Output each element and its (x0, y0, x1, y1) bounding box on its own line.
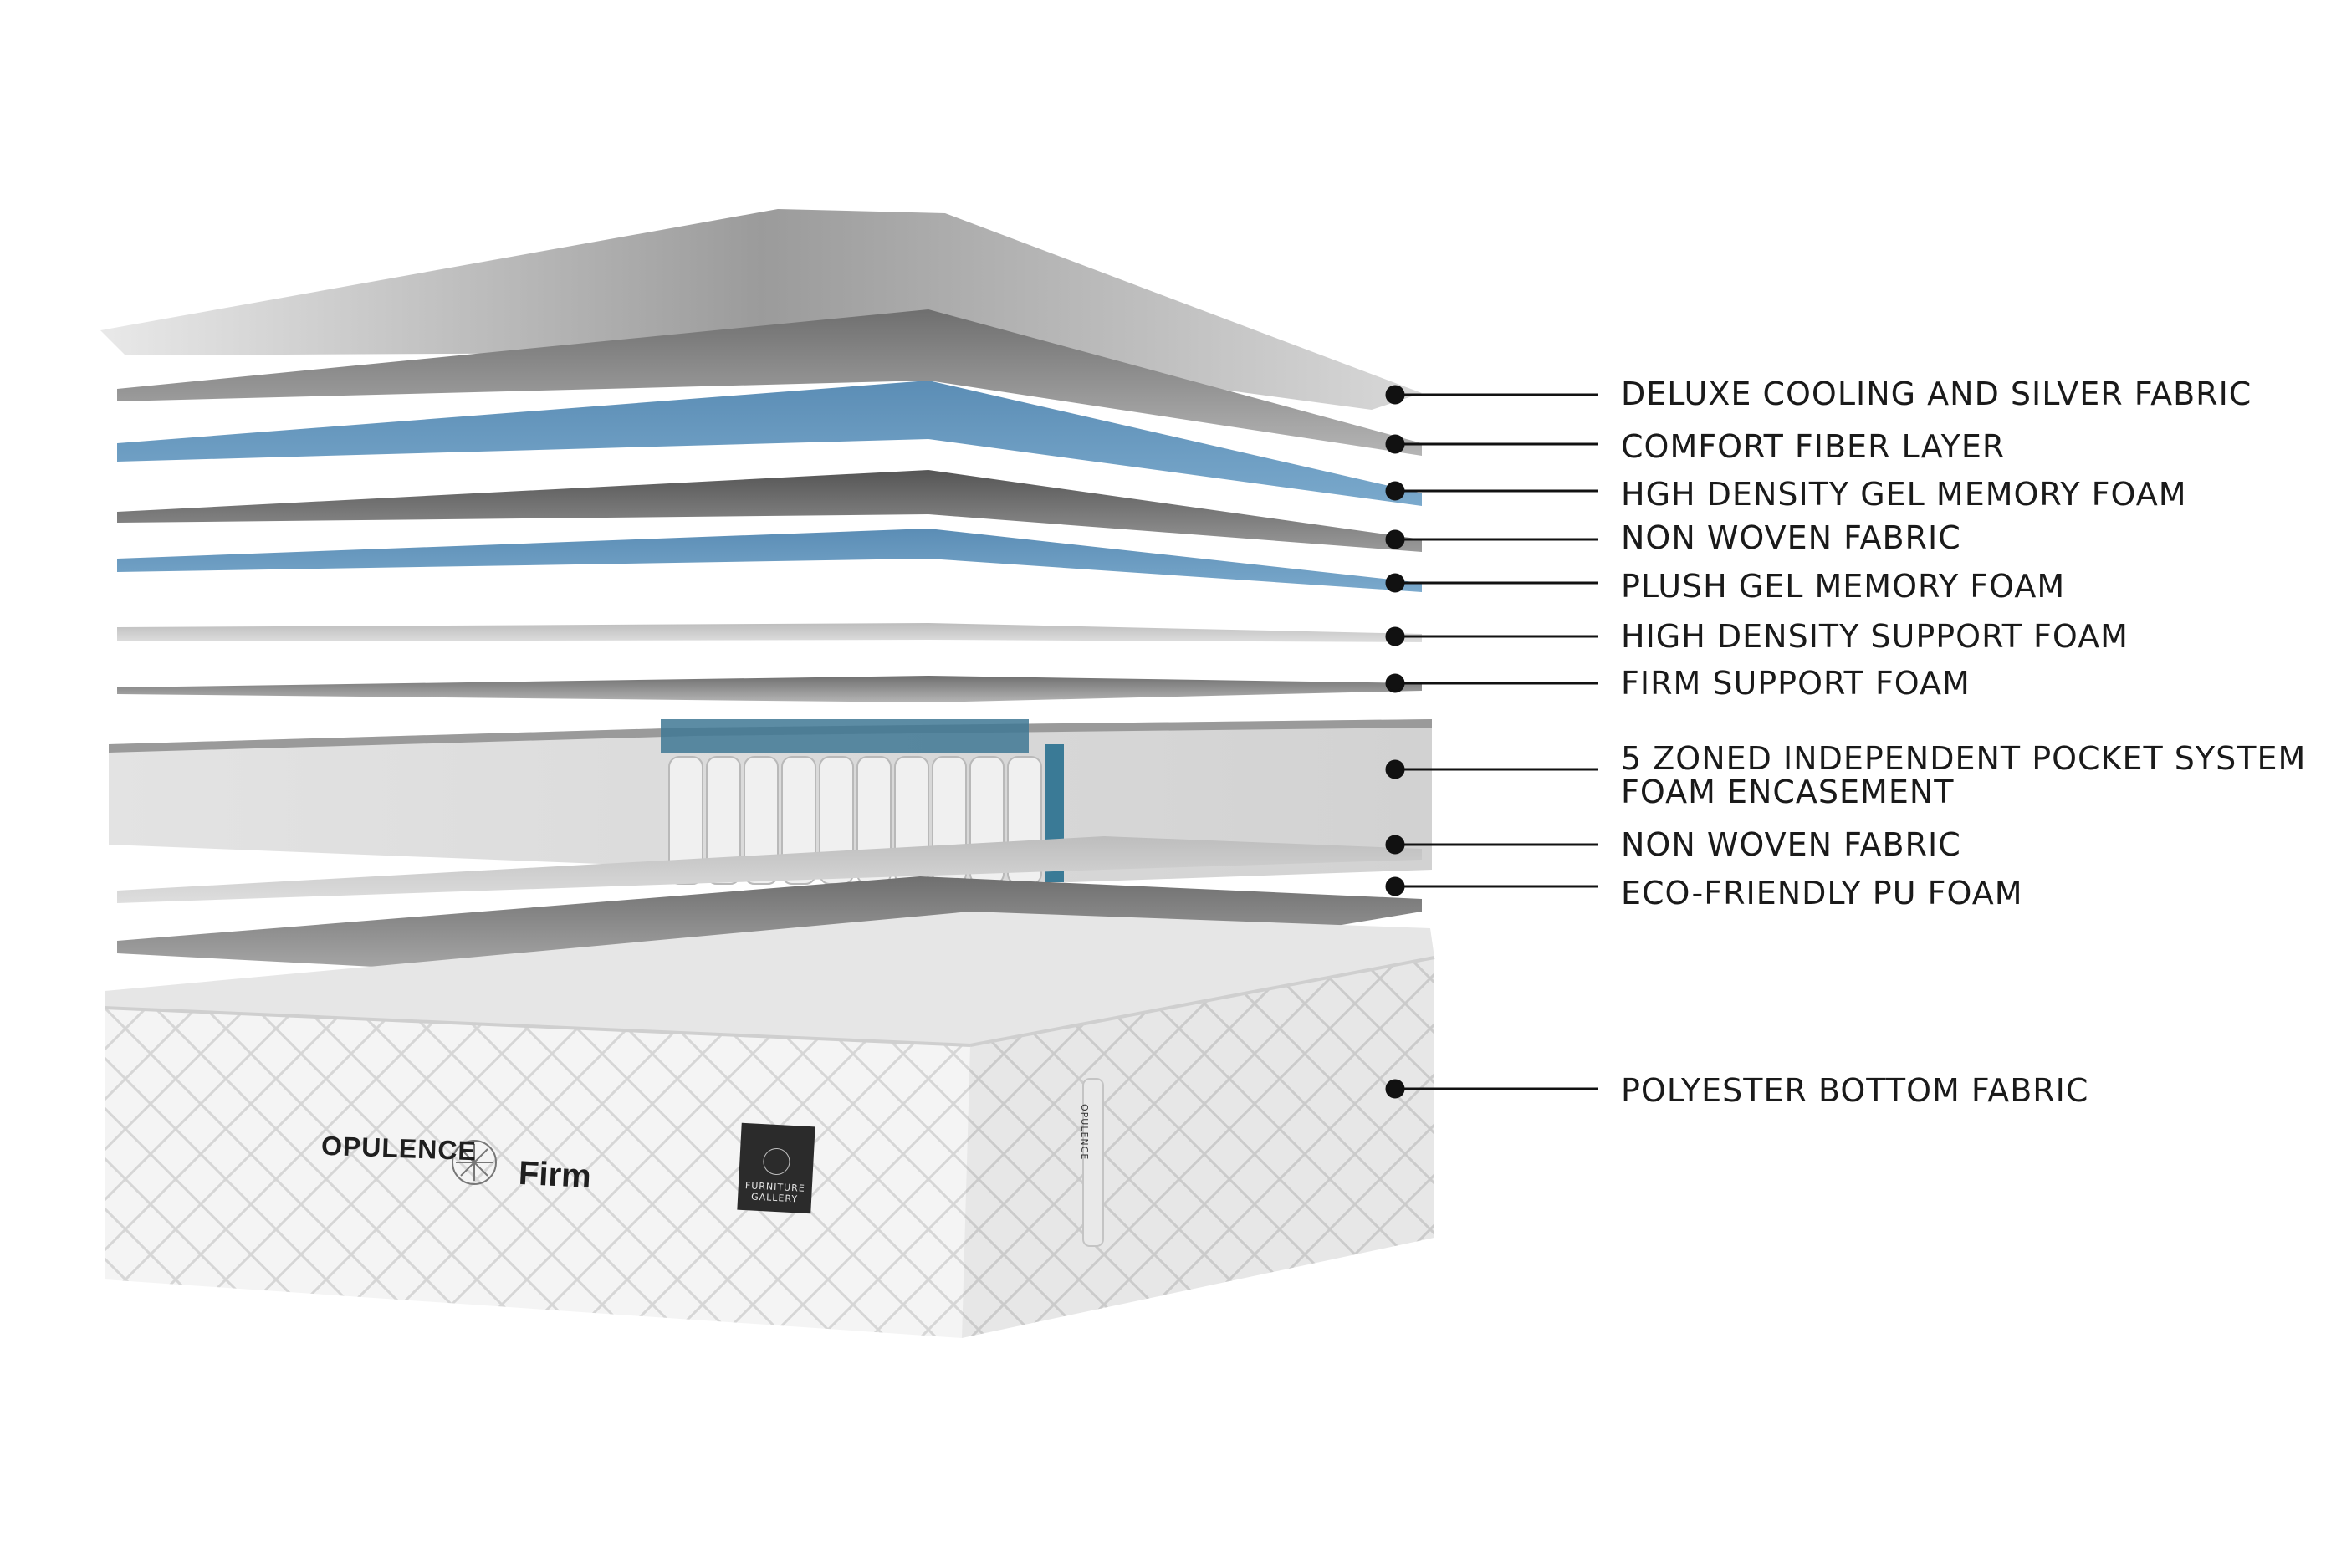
label-non-woven-fabric-lower: NON WOVEN FABRIC (1621, 826, 1961, 863)
label-high-density-gel-memory-foam: HGH DENSITY GEL MEMORY FOAM (1621, 476, 2187, 513)
label-comfort-fiber-layer: COMFORT FIBER LAYER (1621, 428, 2006, 465)
layer-non-woven-fabric-upper (117, 470, 1422, 552)
firmness-label: Firm (517, 1154, 592, 1196)
label-eco-friendly-pu-foam: ECO-FRIENDLY PU FOAM (1621, 875, 2023, 912)
label-plush-gel-memory-foam: PLUSH GEL MEMORY FOAM (1621, 568, 2066, 605)
label-high-density-support-foam: HIGH DENSITY SUPPORT FOAM (1621, 618, 2129, 655)
label-foam-encasement: FOAM ENCASEMENT (1621, 774, 1955, 810)
side-handle-brand: OPULENCE (1079, 1104, 1090, 1161)
layer-comfort-fiber (117, 309, 1422, 456)
layer-non-woven-fabric-lower (117, 836, 1422, 903)
gallery-logo-icon (762, 1147, 791, 1176)
leader-lines (1385, 385, 1598, 1099)
label-deluxe-cooling-fabric: DELUXE COOLING AND SILVER FABRIC (1621, 375, 2252, 412)
layer-high-density-gel-foam (117, 381, 1422, 506)
label-firm-support-foam: FIRM SUPPORT FOAM (1621, 665, 1971, 702)
brand-name: OPULENCE (320, 1130, 478, 1167)
furniture-gallery-badge: FURNITURE GALLERY (737, 1122, 815, 1214)
flower-logo-icon (452, 1140, 497, 1185)
layer-high-density-support-foam (117, 623, 1422, 642)
label-non-woven-fabric-upper: NON WOVEN FABRIC (1621, 519, 1961, 556)
layer-firm-support-foam (117, 676, 1422, 702)
label-pocket-system: 5 ZONED INDEPENDENT POCKET SYSTEM (1621, 740, 2307, 777)
badge-line-2: GALLERY (750, 1191, 799, 1205)
layer-plush-gel-foam (117, 529, 1422, 592)
label-polyester-bottom-fabric: POLYESTER BOTTOM FABRIC (1621, 1072, 2089, 1109)
